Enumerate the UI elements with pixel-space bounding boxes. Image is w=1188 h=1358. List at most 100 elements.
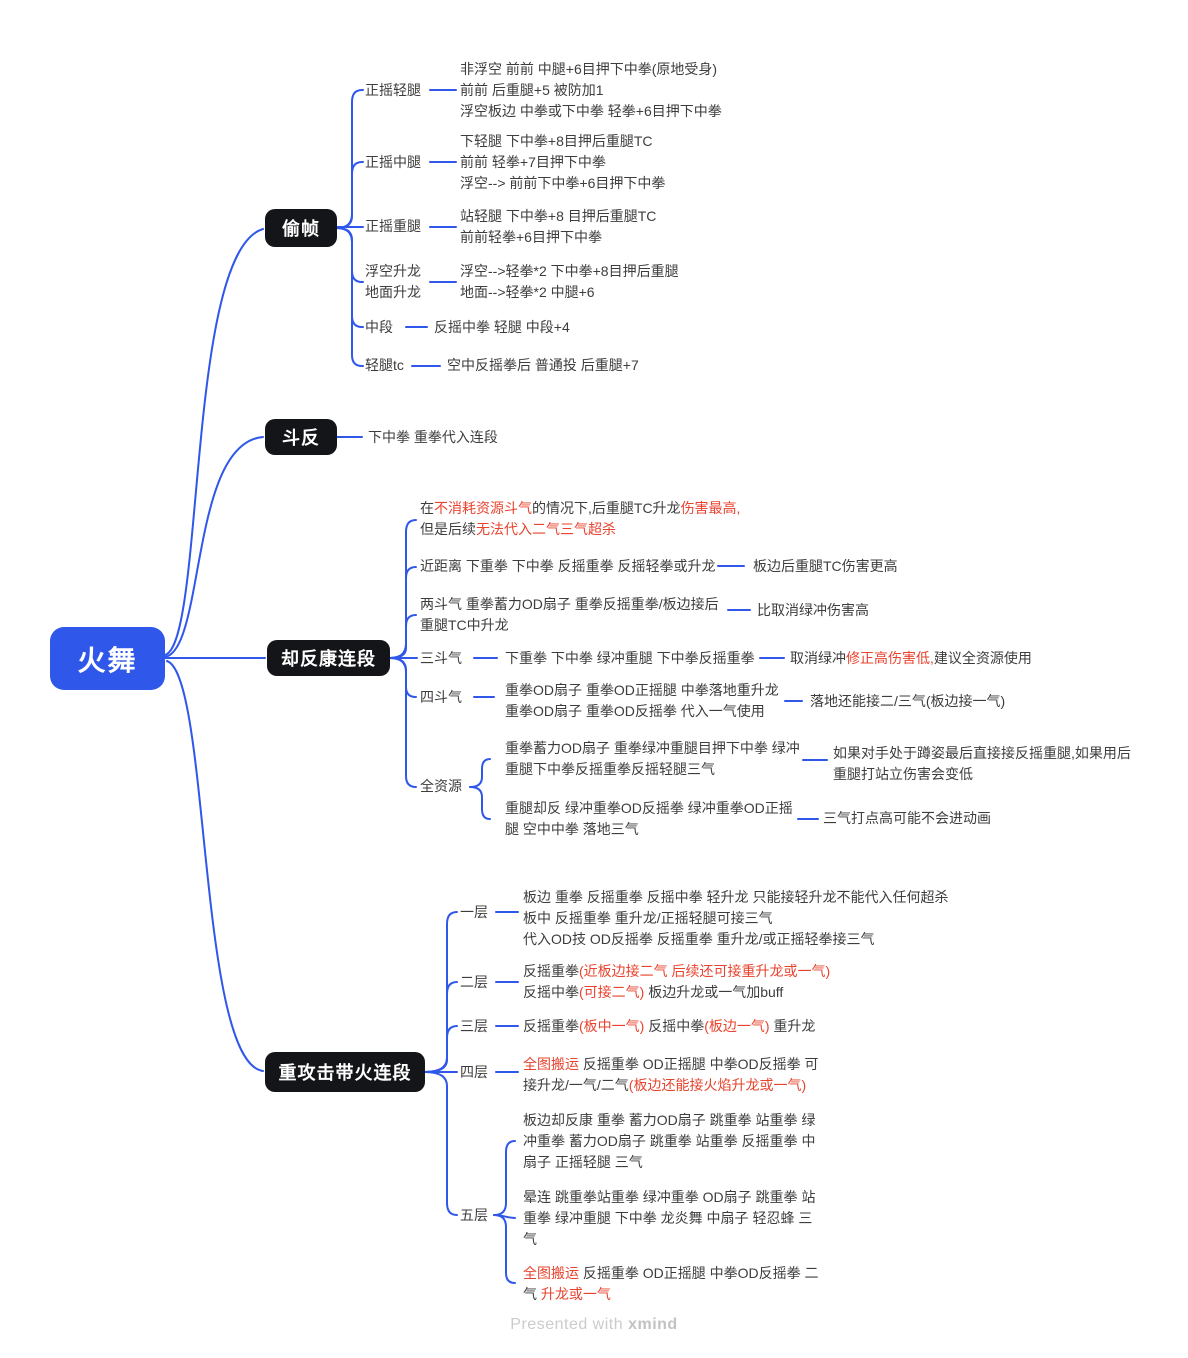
topic-text[interactable]: 在不消耗资源斗气的情况下,后重腿TC升龙伤害最高,但是后续无法代入二气三气超杀 [420, 498, 740, 540]
branch-topic-heavy-fire-combo[interactable]: 重攻击带火连段 [265, 1052, 425, 1092]
watermark-text: Presented with [510, 1316, 629, 1333]
branch-topic-drive-reversal-combo[interactable]: 却反康连段 [267, 640, 390, 676]
topic-text[interactable]: 重拳OD扇子 重拳OD正摇腿 中拳落地重升龙重拳OD扇子 重拳OD反摇拳 代入一… [505, 680, 779, 722]
text-line: 反摇重拳(近板边接二气 后续还可接重升龙或一气) [523, 961, 830, 982]
text-segment: 板边却反康 重拳 蓄力OD扇子 跳重拳 站重拳 绿 [523, 1112, 816, 1128]
subtopic-label[interactable]: 二层 [460, 974, 488, 990]
connector [424, 1025, 458, 1073]
text-segment: 板边 重拳 反摇重拳 反摇中拳 轻升龙 只能接轻升龙不能代入任何超杀 [523, 889, 949, 905]
text-line: 浮空板边 中拳或下中拳 轻拳+6目押下中拳 [460, 101, 722, 122]
highlighted-text: (可接二气) [579, 984, 645, 1000]
subtopic-label[interactable]: 浮空升龙地面升龙 [365, 261, 421, 303]
topic-text[interactable]: 空中反摇拳后 普通投 后重腿+7 [447, 355, 639, 376]
connector [424, 911, 458, 1073]
text-segment: 在 [420, 500, 434, 516]
text-line: 下重拳 下中拳 绿冲重腿 下中拳反摇重拳 [505, 648, 755, 669]
text-line: 反摇重拳(板中一气) 反摇中拳(板边一气) 重升龙 [523, 1016, 815, 1037]
connector [389, 614, 417, 659]
text-segment: 浮空板边 中拳或下中拳 轻拳+6目押下中拳 [460, 103, 722, 119]
text-segment: 浮空-->轻拳*2 下中拳+8目押后重腿 [460, 263, 679, 279]
text-line: 前前 后重腿+5 被防加1 [460, 80, 722, 101]
branch-topic-label: 斗反 [282, 428, 320, 448]
topic-text[interactable]: 板边 重拳 反摇重拳 反摇中拳 轻升龙 只能接轻升龙不能代入任何超杀板中 反摇重… [523, 887, 948, 950]
topic-text[interactable]: 全图搬运 反摇重拳 OD正摇腿 中拳OD反摇拳 可接升龙/一气/二气(板边还能接… [523, 1054, 819, 1096]
text-line: 三气打点高可能不会进动画 [823, 808, 991, 829]
text-line: 板中 反摇重拳 重升龙/正摇轻腿可接三气 [523, 908, 948, 929]
topic-text[interactable]: 全图搬运 反摇重拳 OD正摇腿 中拳OD反摇拳 二气 升龙或一气 [523, 1263, 819, 1305]
connector [389, 566, 417, 659]
note-text[interactable]: 取消绿冲修正高伤害低,建议全资源使用 [790, 648, 1032, 669]
subtopic-label[interactable]: 正摇中腿 [365, 154, 421, 170]
note-text[interactable]: 板边后重腿TC伤害更高 [753, 556, 898, 577]
topic-text[interactable]: 反摇重拳(近板边接二气 后续还可接重升龙或一气)反摇中拳(可接二气) 板边升龙或… [523, 961, 830, 1003]
connector [336, 89, 364, 229]
text-segment: 近距离 下重拳 下中拳 反摇重拳 反摇轻拳或升龙 [420, 558, 716, 574]
subtopic-label[interactable]: 三层 [460, 1018, 488, 1034]
text-segment: 三气打点高可能不会进动画 [823, 810, 991, 826]
topic-text[interactable]: 下中拳 重拳代入连段 [368, 427, 498, 448]
topic-text[interactable]: 重腿却反 绿冲重拳OD反摇拳 绿冲重拳OD正摇腿 空中中拳 落地三气 [505, 798, 793, 840]
topic-text[interactable]: 板边却反康 重拳 蓄力OD扇子 跳重拳 站重拳 绿冲重拳 蓄力OD扇子 跳重拳 … [523, 1110, 815, 1173]
text-segment: 重腿却反 绿冲重拳OD反摇拳 绿冲重拳OD正摇 [505, 800, 793, 816]
text-segment: 气 [523, 1231, 537, 1247]
topic-text[interactable]: 两斗气 重拳蓄力OD扇子 重拳反摇重拳/板边接后重腿TC中升龙 [420, 594, 719, 636]
text-line: 重拳 绿冲重腿 下中拳 龙炎舞 中扇子 轻忍蜂 三 [523, 1208, 815, 1229]
topic-text[interactable]: 反摇中拳 轻腿 中段+4 [434, 317, 570, 338]
subtopic-label[interactable]: 五层 [460, 1207, 488, 1223]
note-text[interactable]: 三气打点高可能不会进动画 [823, 808, 991, 829]
text-segment: 空中反摇拳后 普通投 后重腿+7 [447, 357, 639, 373]
text-line: 如果对手处于蹲姿最后直接接反摇重腿,如果用后 [833, 743, 1131, 764]
text-line: 浮空-->轻拳*2 下中拳+8目押后重腿 [460, 261, 679, 282]
text-segment: 下轻腿 下中拳+8目押后重腿TC [460, 133, 653, 149]
subtopic-label[interactable]: 四层 [460, 1064, 488, 1080]
branch-topic-label: 却反康连段 [281, 649, 376, 669]
text-segment: 反摇重拳 OD正摇腿 中拳OD反摇拳 可 [579, 1056, 819, 1072]
note-text[interactable]: 如果对手处于蹲姿最后直接接反摇重腿,如果用后重腿打站立伤害会变低 [833, 743, 1131, 785]
subtopic-label[interactable]: 三斗气 [420, 650, 462, 666]
topic-text[interactable]: 反摇重拳(板中一气) 反摇中拳(板边一气) 重升龙 [523, 1016, 815, 1037]
subtopic-label[interactable]: 正摇轻腿 [365, 82, 421, 98]
connector [336, 227, 364, 367]
connector [389, 657, 417, 788]
text-line: 气 [523, 1229, 815, 1250]
connector [493, 1214, 516, 1284]
subtopic-label[interactable]: 中段 [365, 319, 393, 335]
topic-text[interactable]: 下重拳 下中拳 绿冲重腿 下中拳反摇重拳 [505, 648, 755, 669]
subtopic-label[interactable]: 一层 [460, 904, 488, 920]
subtopic-label[interactable]: 全资源 [420, 778, 462, 794]
branch-topic-punish-counter[interactable]: 斗反 [265, 419, 337, 455]
text-line: 全图搬运 反摇重拳 OD正摇腿 中拳OD反摇拳 可 [523, 1054, 819, 1075]
topic-text[interactable]: 浮空-->轻拳*2 下中拳+8目押后重腿地面-->轻拳*2 中腿+6 [460, 261, 679, 303]
text-segment: 反摇重拳 [523, 1018, 579, 1034]
text-line: 全图搬运 反摇重拳 OD正摇腿 中拳OD反摇拳 二 [523, 1263, 819, 1284]
connector [469, 786, 491, 820]
text-line: 气 升龙或一气 [523, 1284, 819, 1305]
text-segment: 重腿TC中升龙 [420, 617, 509, 633]
subtopic-label[interactable]: 正摇重腿 [365, 218, 421, 234]
text-line: 站轻腿 下中拳+8 目押后重腿TC [460, 206, 656, 227]
topic-text[interactable]: 重拳蓄力OD扇子 重拳绿冲重腿目押下中拳 绿冲重腿下中拳反摇重拳反摇轻腿三气 [505, 738, 800, 780]
topic-text[interactable]: 近距离 下重拳 下中拳 反摇重拳 反摇轻拳或升龙 [420, 556, 716, 577]
note-text[interactable]: 比取消绿冲伤害高 [757, 600, 869, 621]
note-text[interactable]: 落地还能接二/三气(板边接一气) [810, 691, 1005, 712]
text-segment: 反摇中拳 [644, 1018, 705, 1034]
text-line: 两斗气 重拳蓄力OD扇子 重拳反摇重拳/板边接后 [420, 594, 719, 615]
text-line: 重拳蓄力OD扇子 重拳绿冲重腿目押下中拳 绿冲 [505, 738, 800, 759]
subtopic-label[interactable]: 轻腿tc [365, 357, 404, 373]
connector [336, 161, 364, 229]
text-line: 冲重拳 蓄力OD扇子 跳重拳 站重拳 反摇重拳 中 [523, 1131, 815, 1152]
branch-topic-frame-steal[interactable]: 偷帧 [265, 209, 337, 247]
topic-text[interactable]: 晕连 跳重拳站重拳 绿冲重拳 OD扇子 跳重拳 站重拳 绿冲重腿 下中拳 龙炎舞… [523, 1187, 815, 1250]
text-line: 重腿却反 绿冲重拳OD反摇拳 绿冲重拳OD正摇 [505, 798, 793, 819]
text-segment: 气 [523, 1286, 541, 1302]
highlighted-text: 修正高伤害低, [846, 650, 934, 666]
subtopic-label[interactable]: 四斗气 [420, 689, 462, 705]
root-topic[interactable]: 火舞 [50, 627, 165, 690]
text-line: 近距离 下重拳 下中拳 反摇重拳 反摇轻拳或升龙 [420, 556, 716, 577]
connector [493, 1140, 516, 1216]
text-segment: 下中拳 重拳代入连段 [368, 429, 498, 445]
